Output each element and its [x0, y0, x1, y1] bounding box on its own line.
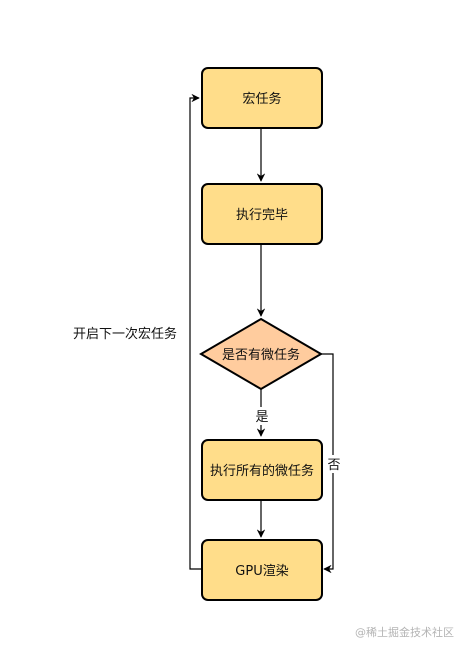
node-macro-task-label: 宏任务	[242, 91, 281, 107]
node-gpu-render-label: GPU渲染	[235, 564, 288, 579]
node-decision-has-micro-tasks: 是否有微任务	[199, 317, 323, 391]
node-execution-done: 执行完毕	[201, 183, 323, 245]
node-run-micro-tasks-label: 执行所有的微任务	[210, 463, 314, 479]
edge-label-no: 否	[327, 458, 340, 473]
node-run-all-micro-tasks: 执行所有的微任务	[201, 439, 323, 501]
node-gpu-render: GPU渲染	[201, 539, 323, 601]
edge-label-yes: 是	[255, 410, 268, 425]
edge-loop-next-macro-task	[189, 93, 202, 570]
node-decision-label: 是否有微任务	[222, 347, 300, 363]
watermark: @稀土掘金技术社区	[355, 626, 454, 639]
node-execution-done-label: 执行完毕	[236, 208, 288, 223]
edge-label-next-macro-task: 开启下一次宏任务	[73, 326, 177, 342]
node-macro-task: 宏任务	[201, 67, 323, 129]
